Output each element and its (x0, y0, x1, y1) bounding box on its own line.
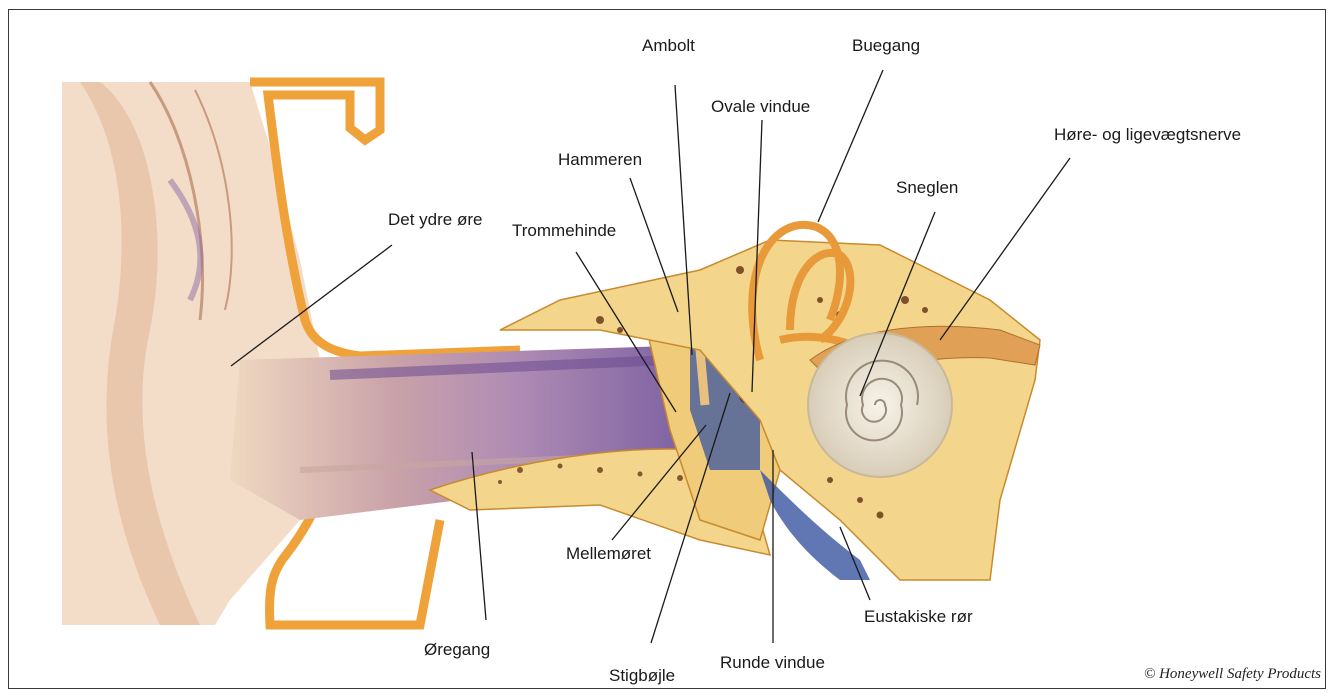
label-mellemoret: Mellemøret (566, 544, 651, 564)
label-det-ydre-ore: Det ydre øre (388, 210, 482, 230)
label-hore-nerve: Høre- og ligevægtsnerve (1054, 125, 1241, 145)
label-trommehinde: Trommehinde (512, 221, 616, 241)
cochlea (808, 333, 952, 477)
label-oregang: Øregang (424, 640, 490, 660)
label-hammeren: Hammeren (558, 150, 642, 170)
label-ambolt: Ambolt (642, 36, 695, 56)
label-runde-vindue: Runde vindue (720, 653, 825, 673)
label-buegang: Buegang (852, 36, 920, 56)
label-stigbojle: Stigbøjle (609, 666, 675, 686)
label-sneglen: Sneglen (896, 178, 958, 198)
label-eustakiske-ror: Eustakiske rør (864, 607, 973, 627)
copyright-credit: © Honeywell Safety Products (1144, 666, 1321, 683)
label-ovale-vindue: Ovale vindue (711, 97, 810, 117)
